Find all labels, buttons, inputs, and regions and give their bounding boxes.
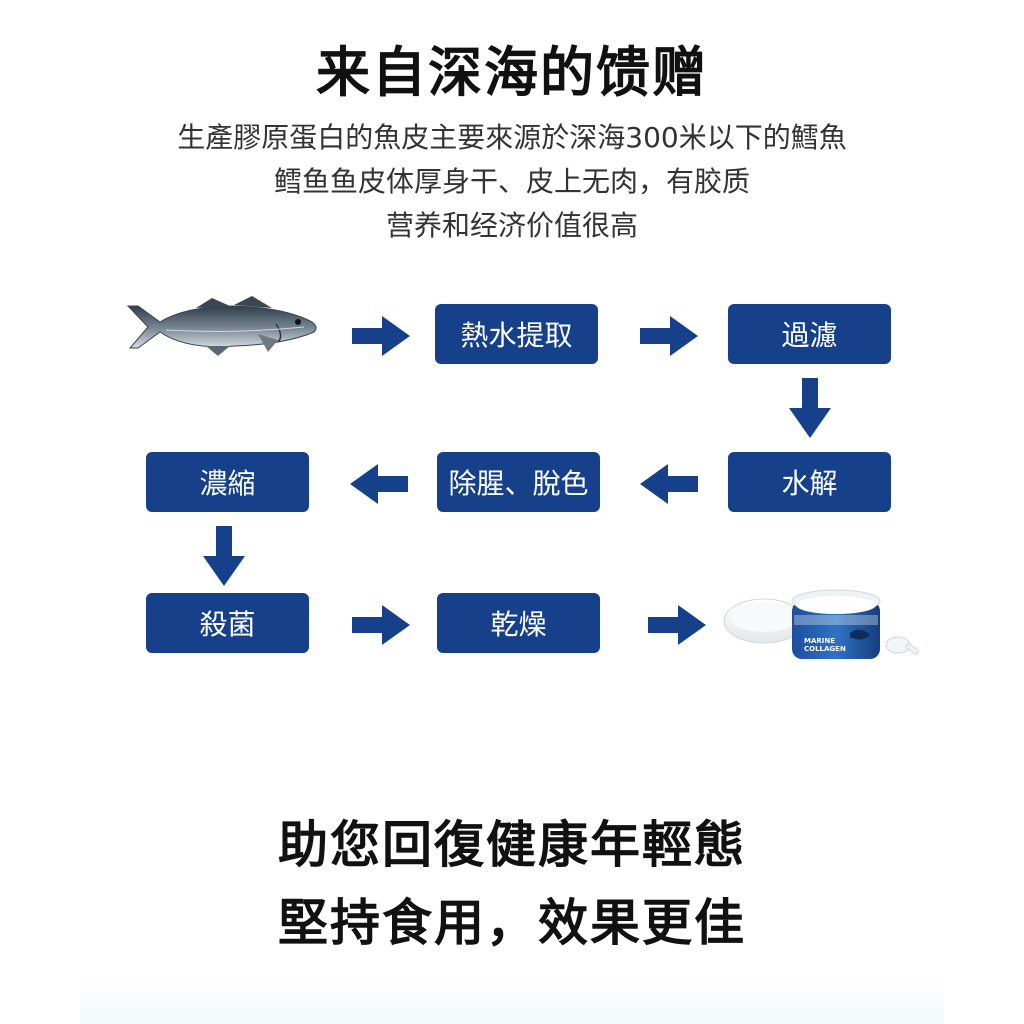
description-line-3: 营养和经济价值很高 [385,209,638,242]
description-line-1: 生產膠原蛋白的魚皮主要來源於深海300米以下的鱈魚 [177,121,847,154]
page-title: 来自深海的馈赠 [316,41,708,104]
left-arrow-icon [350,464,408,504]
step-box-sterilization: 殺菌 [146,593,309,653]
step-box-filtration: 過濾 [728,304,891,364]
slogan-line-1: 助您回復健康年輕態 [278,816,746,874]
down-arrow-icon [789,378,831,438]
step-box-deodorize-decolor: 除腥、脫色 [437,452,600,512]
collagen-jar-product-icon: MARINE COLLAGEN [723,589,920,659]
step-box-hot-water-extraction: 熱水提取 [435,304,598,364]
step-box-concentration: 濃縮 [146,452,309,512]
description-line-2: 鳕鱼鱼皮体厚身干、皮上无肉，有胶质 [273,165,750,198]
right-arrow-icon [640,316,698,356]
step-box-drying: 乾燥 [437,593,600,653]
jar-label-line-1: MARINE [804,637,835,645]
right-arrow-icon [352,316,410,356]
slogan-line-2: 堅持食用，效果更佳 [278,894,746,952]
down-arrow-icon [203,526,245,586]
bottom-fade-band [80,978,944,1024]
step-box-hydrolysis: 水解 [728,452,891,512]
left-arrow-icon [640,464,698,504]
right-arrow-icon [352,605,410,645]
cod-fish-icon [126,296,317,356]
right-arrow-icon [648,605,706,645]
jar-label-line-2: COLLAGEN [804,645,846,653]
